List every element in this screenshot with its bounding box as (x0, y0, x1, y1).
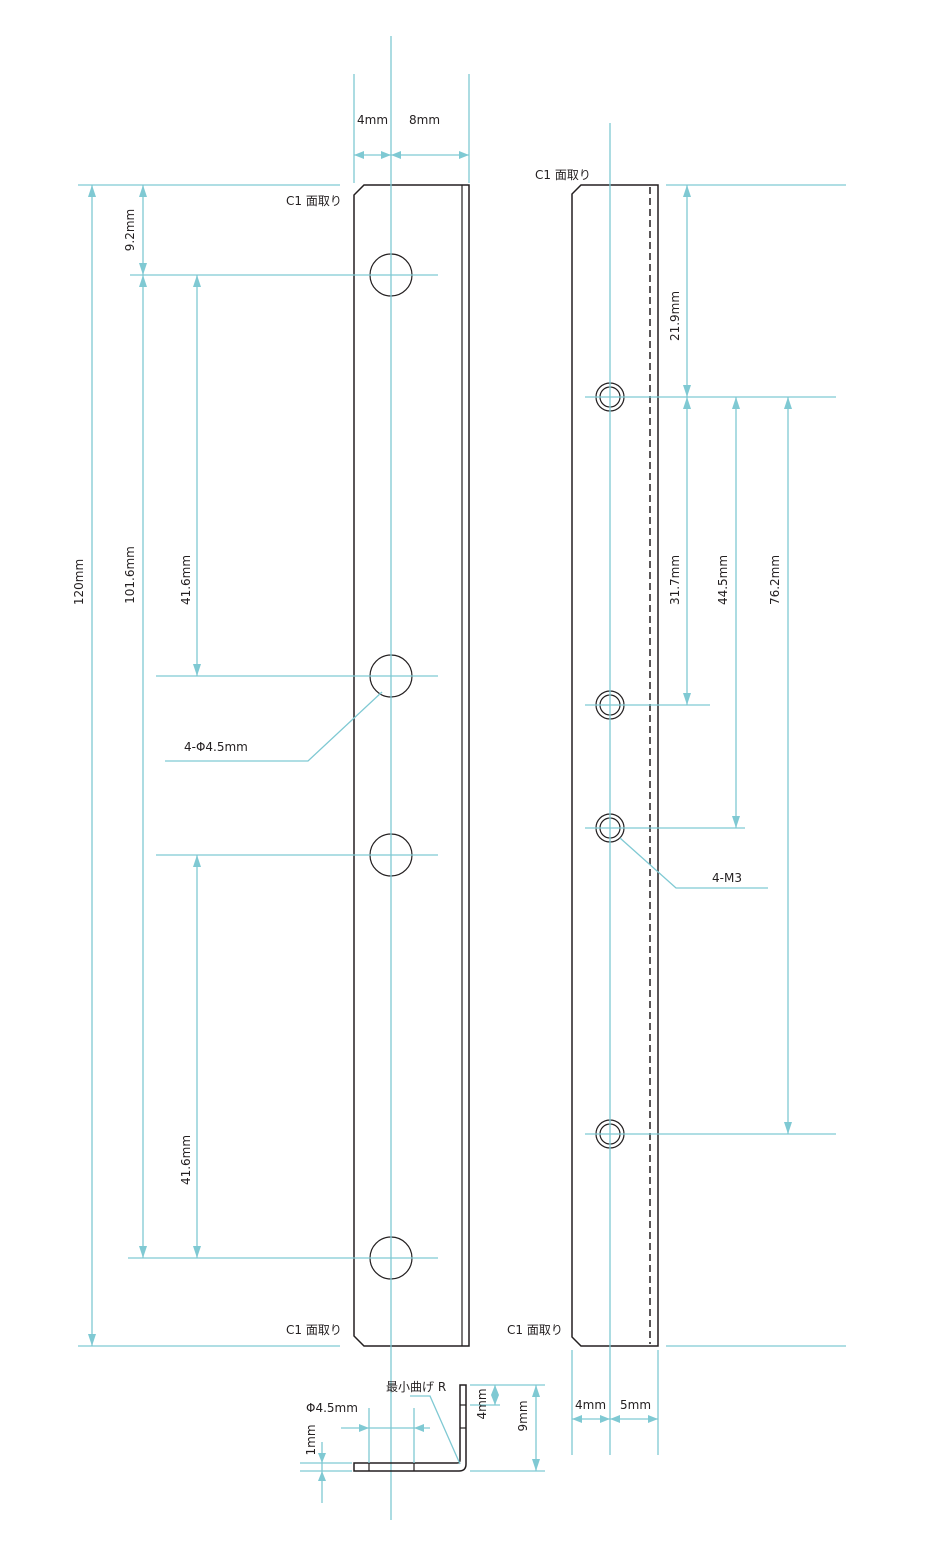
section-labels: 最小曲げ R Φ4.5mm 4mm 9mm 1mm (304, 1380, 530, 1456)
section-l-profile (353, 1384, 467, 1472)
hole-dia-section-label: Φ4.5mm (306, 1401, 358, 1415)
dim-9-2mm: 9.2mm (123, 209, 137, 251)
side-labels: C1 面取り C1 面取り 4-M3 21.9mm 31.7mm 44.5mm … (507, 168, 782, 1412)
dim-44-5mm: 44.5mm (716, 555, 730, 605)
side-dimension-lines (571, 123, 846, 1455)
chamfer-front-top-label: C1 面取り (286, 194, 342, 208)
side-plate-outline (571, 184, 659, 1347)
dim-31-7mm: 31.7mm (668, 555, 682, 605)
min-bend-radius-label: 最小曲げ R (386, 1380, 446, 1394)
dim-side-5mm: 5mm (620, 1398, 651, 1412)
dim-top-8mm: 8mm (409, 113, 440, 127)
hole-note-side: 4-M3 (712, 871, 742, 885)
side-view (571, 184, 659, 1347)
dim-sec-9mm: 9mm (516, 1400, 530, 1431)
dim-21-9mm: 21.9mm (668, 291, 682, 341)
dim-41-6mm-lower: 41.6mm (179, 1135, 193, 1185)
front-plate-outline (353, 184, 470, 1347)
chamfer-side-top-label: C1 面取り (535, 168, 591, 182)
dim-76-2mm: 76.2mm (768, 555, 782, 605)
chamfer-side-bottom-label: C1 面取り (507, 1323, 563, 1337)
dim-101-6mm: 101.6mm (123, 546, 137, 604)
hole-note-front: 4-Φ4.5mm (184, 740, 248, 754)
dim-sec-1mm: 1mm (304, 1424, 318, 1455)
dim-120mm: 120mm (72, 559, 86, 605)
dim-top-4mm: 4mm (357, 113, 388, 127)
section-dimension-lines (300, 1384, 545, 1503)
chamfer-front-bottom-label: C1 面取り (286, 1323, 342, 1337)
front-view (353, 184, 470, 1347)
dim-41-6mm-upper: 41.6mm (179, 555, 193, 605)
front-dimension-lines (78, 36, 470, 1520)
dim-sec-4mm: 4mm (475, 1388, 489, 1419)
section-view (353, 1384, 467, 1472)
front-labels: 4mm 8mm C1 面取り C1 面取り 4-Φ4.5mm 120mm 9.2… (72, 113, 440, 1337)
dim-side-4mm: 4mm (575, 1398, 606, 1412)
